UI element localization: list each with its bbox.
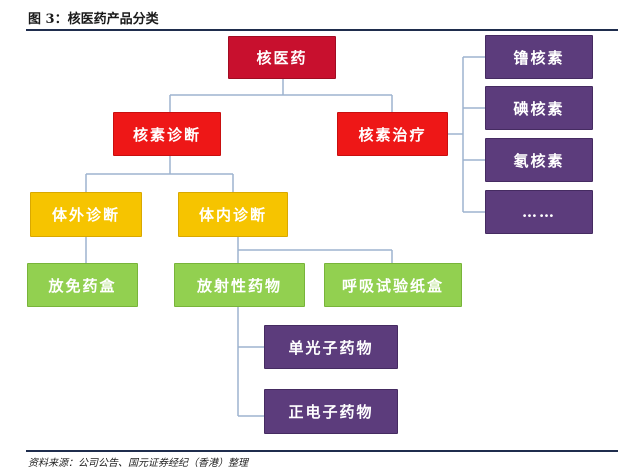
node-in-vivo-diagnosis: 体内诊断 [178,192,288,237]
node-lutetium-isotope: 镥核素 [485,35,593,79]
figure-title: 图 3：核医药产品分类 [28,12,159,27]
node-breath-test-kit: 呼吸试验纸盒 [324,263,462,307]
node-nuclide-diagnosis: 核素诊断 [113,112,221,156]
node-iodine-isotope: 碘核素 [485,86,593,130]
figure-source: 资料来源：公司公告、国元证券经纪（香港）整理 [28,458,248,469]
node-nuclide-therapy: 核素治疗 [337,112,448,156]
node-positron-drugs: 正电子药物 [264,389,398,434]
node-in-vitro-diagnosis: 体外诊断 [30,192,142,237]
node-radioimmunoassay-kit: 放免药盒 [27,263,138,307]
node-single-photon-drugs: 单光子药物 [264,325,398,369]
node-more-isotopes: …… [485,190,593,234]
node-radon-isotope: 氡核素 [485,138,593,182]
top-rule [26,29,618,31]
node-radiopharmaceuticals: 放射性药物 [174,263,305,307]
bottom-rule [26,450,618,452]
node-nuclear-medicine: 核医药 [228,36,336,79]
